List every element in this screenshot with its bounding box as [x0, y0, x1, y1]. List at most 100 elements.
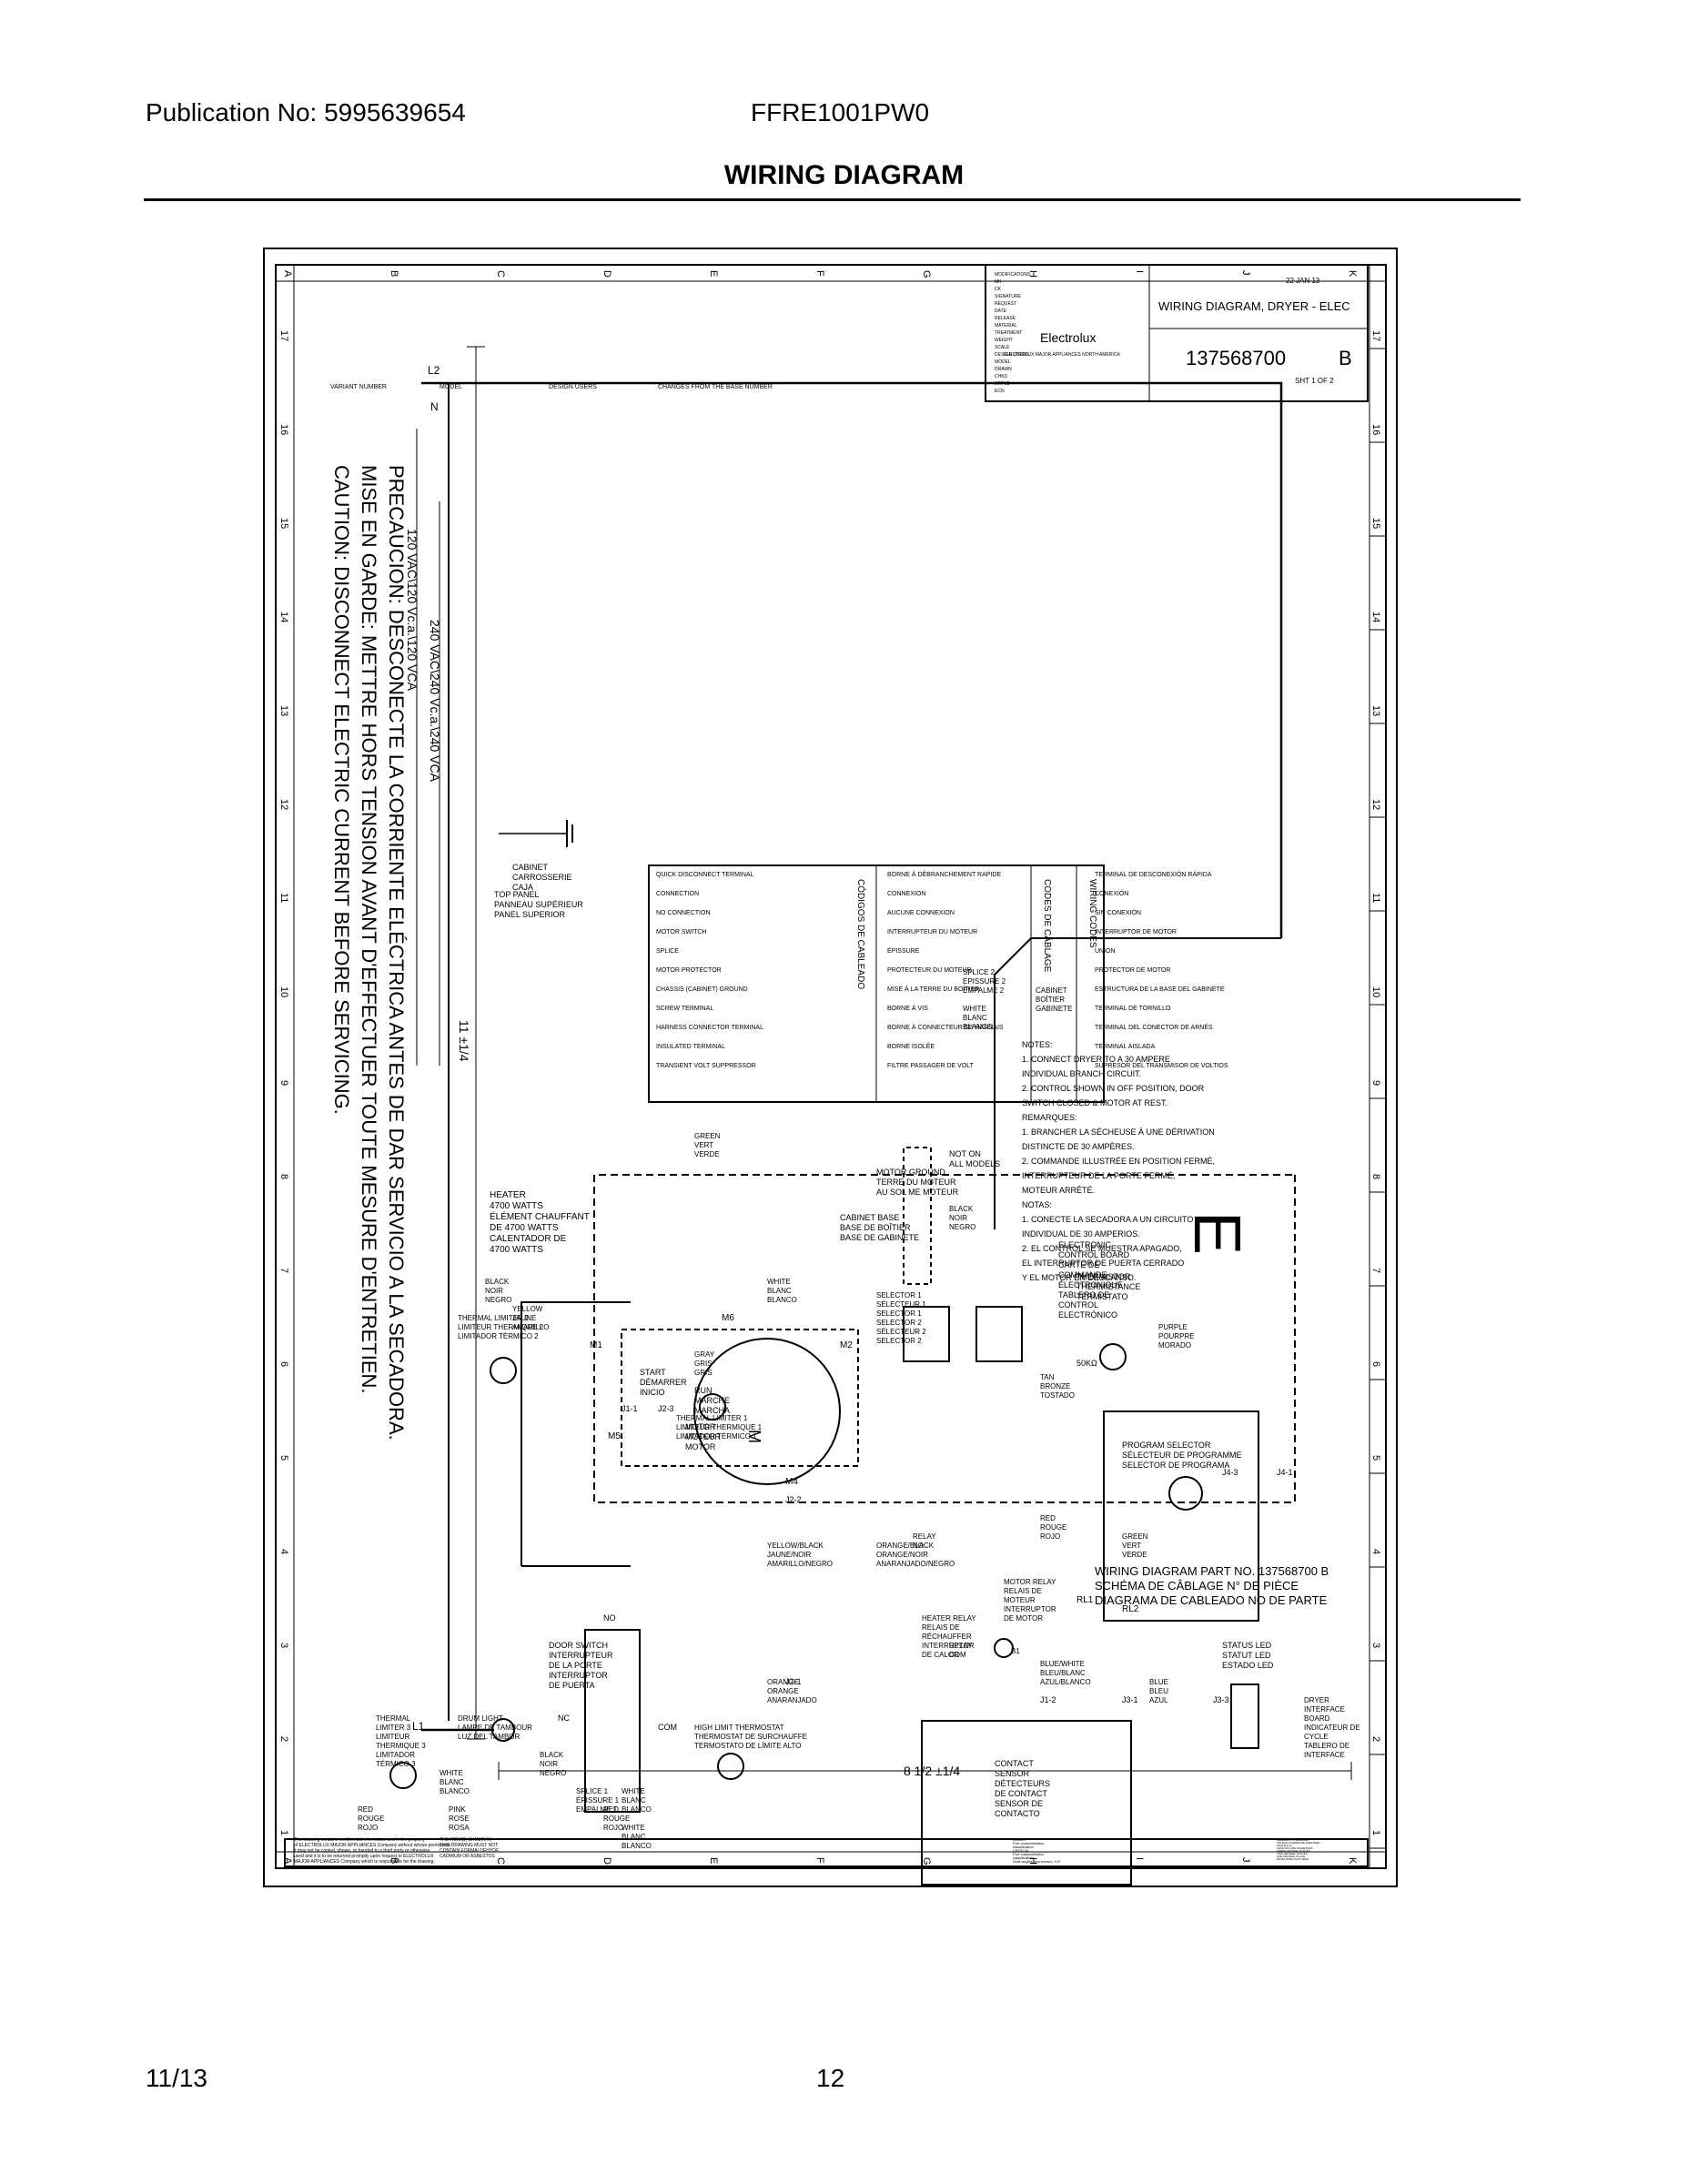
port-char-line: classification [1013, 1845, 1034, 1849]
note-line: 2. COMMANDE ILLUSTRÉE EN POSITION FERMÉ, [1022, 1157, 1215, 1166]
wiring-code-en: SCREW TERMINAL [656, 1006, 713, 1012]
note-line: Y EL MOTOR EN DESCANSO. [1022, 1273, 1136, 1282]
l2-label: L2 [428, 364, 440, 377]
thermal-limiter-3-label: THERMAL [376, 1714, 411, 1723]
motor-relay-label: MOTOR RELAY [1004, 1578, 1056, 1586]
relay-com-label: RELAY [949, 1642, 973, 1650]
yellow-black-label: AMARILLO/NEGRO [767, 1560, 833, 1568]
run-label: MARCHE [694, 1396, 730, 1405]
splice1-label: SPLICE 1 [576, 1787, 609, 1795]
drum-light-label: LUZ DEL TAMBOR [458, 1733, 521, 1741]
wiring-code-es: ESTRUCTURA DE LA BASE DEL GABINETE [1095, 986, 1225, 993]
revision-circle-text: B1 [1011, 1647, 1020, 1655]
red-label: ROJO [603, 1824, 623, 1832]
green-label: VERT [1122, 1542, 1141, 1550]
cabinet2-label: BOÎTIER [1036, 996, 1065, 1004]
wiring-code-en: CONNECTION [656, 891, 699, 897]
title-block-field: DATE [995, 308, 1007, 314]
grid-number: 7 [1370, 1268, 1381, 1273]
door-switch-label: DE LA PORTE [549, 1661, 602, 1670]
white-label: BLANCO [440, 1787, 470, 1795]
grid-letter: J [1240, 270, 1251, 276]
wiring-code-fr: MISE À LA TERRE DU BOÎTIER [887, 985, 979, 993]
wiring-code-es: UNIÓN [1095, 946, 1116, 955]
top-panel-label: TOP PANEL [494, 890, 540, 899]
title-block-field: TREATMENT [995, 330, 1022, 336]
grid-letter: K [1347, 270, 1358, 278]
program-selector-box [1103, 1410, 1259, 1622]
white-label: WHITE [767, 1278, 791, 1286]
white-label: BLANCO [622, 1842, 652, 1850]
grid-number: 9 [278, 1080, 289, 1086]
grid-number: 10 [278, 986, 289, 997]
grid-number: 9 [1370, 1080, 1381, 1086]
yellow-label: JAUNE [512, 1314, 536, 1322]
note-line: DISTINCTE DE 30 AMPÈRES. [1022, 1142, 1135, 1151]
j3-3-label: J3-3 [1213, 1695, 1229, 1704]
control-board-label: CONTROL BOARD [1058, 1250, 1130, 1259]
control-board-label: TABLERO DE [1058, 1290, 1109, 1299]
title-block-title: WIRING DIAGRAM, DRYER - ELEC [1158, 299, 1350, 313]
port-char-line: Port characteristics [1013, 1852, 1044, 1856]
motor-relay-label: RELAIS DE [1004, 1587, 1042, 1595]
grid-number: 3 [278, 1643, 289, 1648]
control-board-label: CONTROL [1058, 1300, 1098, 1309]
status-led-label: STATUT LED [1222, 1651, 1271, 1660]
thermal-limiter-1-label: LIMITEUR THERMIQUE 1 [676, 1423, 763, 1431]
revision-circle [994, 1638, 1014, 1658]
wiring-code-fr: INTERRUPTEUR DU MOTEUR [887, 929, 977, 935]
drum-light [491, 1718, 515, 1742]
inner-frame [275, 264, 1387, 1869]
door-switch [584, 1629, 641, 1813]
title-block-field: RELEASE [995, 316, 1016, 321]
motor-label: MOTOR [685, 1422, 716, 1431]
grid-letter: K [1347, 1857, 1358, 1865]
page-title: WIRING DIAGRAM [723, 160, 965, 190]
footer-date: 11/13 [146, 2064, 207, 2092]
variant-field: MODEL [440, 384, 462, 390]
grid-letter: G [921, 1857, 932, 1866]
status-led-label: ESTADO LED [1222, 1661, 1274, 1670]
wiring-code-es: CONEXIÓN [1095, 889, 1128, 897]
grid-number: 1 [278, 1830, 289, 1835]
red-label: ROJO [358, 1824, 378, 1832]
control-board-label: ELECTRONIC [1058, 1240, 1112, 1249]
wiring-code-fr: BORNE À VIS [887, 1004, 928, 1012]
wiring-code-en: QUICK DISCONNECT TERMINAL [656, 872, 754, 878]
note-line: MOTEUR ARRÊTÉ. [1022, 1186, 1095, 1195]
grid-number: 14 [278, 612, 289, 622]
title-block-field: MK [995, 279, 1002, 285]
thermal-limiter-2 [490, 1357, 517, 1384]
legal-strip [284, 1838, 1369, 1867]
wiring-codes-header: WIRING CODES [1087, 879, 1097, 948]
heater-relay-label: DE CALOR [922, 1651, 959, 1659]
grid-number: 8 [278, 1174, 289, 1179]
note-line: 1. CONECTE LA SECADORA A UN CIRCUITO [1022, 1215, 1193, 1224]
note-line: EL INTERRUPTOR DE PUERTA CERRADO [1022, 1259, 1184, 1268]
m1-label: M1 [590, 1340, 602, 1350]
grid-number: 11 [278, 893, 289, 903]
title-block-date: 22 JAN 13 [1286, 277, 1320, 285]
selector-labels: SELECTOR 1 [876, 1291, 922, 1299]
wiring-diagram-sheet: 1122334455667788991010111112121313141415… [263, 248, 1398, 1887]
asbestos-line: CONTAIN FORMALDEHYDE, [440, 1848, 500, 1854]
grid-letter: A [282, 270, 293, 278]
relay-no-label: NO [913, 1542, 924, 1550]
codes-es-header: CÓDIGOS DE CABLEADO [855, 879, 867, 989]
m5-label: M5 [608, 1431, 621, 1441]
legal-line: MAJOR APPLIANCES Company which is respon… [294, 1859, 435, 1865]
high-limit-label: TERMOSTATO DE LÍMITE ALTO [694, 1742, 802, 1750]
program-selector-knob [1168, 1476, 1203, 1511]
tan-label: BRONZE [1040, 1382, 1070, 1390]
legal-line: it may not be copied, shown, or handed t… [294, 1848, 430, 1854]
nc-label: NC [558, 1714, 570, 1723]
note-line: 1. CONNECT DRYER TO A 30 AMPERE [1022, 1055, 1170, 1064]
contact-sensor-box [921, 1720, 1132, 1886]
page-number: 12 [816, 2064, 845, 2092]
splice2-label: SPLICE 2 [963, 968, 996, 976]
grid-letter: C [495, 270, 506, 278]
grid-number: 5 [278, 1455, 289, 1461]
grid-number: 10 [1370, 986, 1381, 997]
run-label: RUN [694, 1386, 713, 1395]
heater-relay-label: HEATER RELAY [922, 1614, 976, 1623]
